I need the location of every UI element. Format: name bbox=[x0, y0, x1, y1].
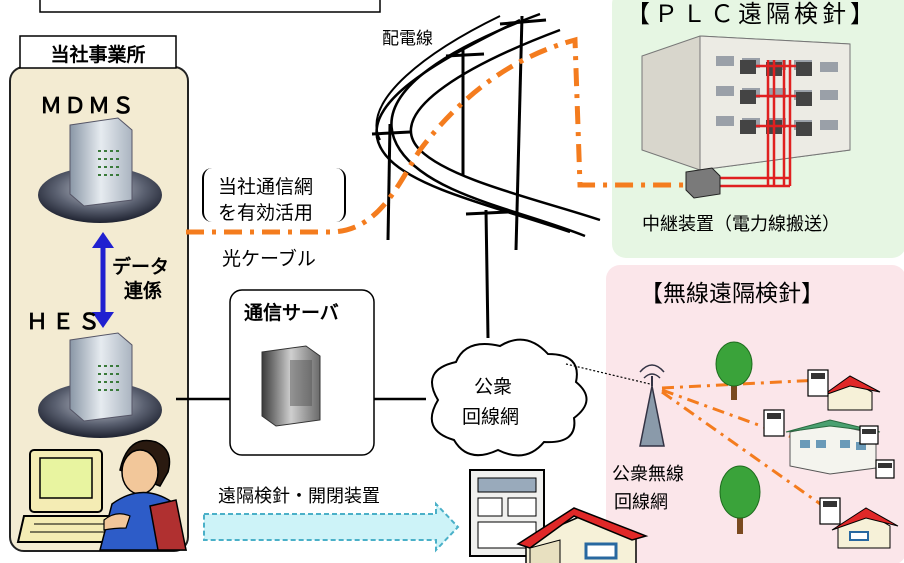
hes-label: ＨＥＳ bbox=[26, 310, 105, 335]
data-link-label-line1: データ bbox=[112, 256, 170, 278]
office-title-box bbox=[19, 35, 177, 69]
company-network-line2: を有効活用 bbox=[218, 202, 314, 224]
apartment-icon-w bbox=[785, 419, 881, 475]
distribution-line-label: 配電線 bbox=[382, 29, 433, 49]
radio-tower-icon bbox=[639, 364, 665, 447]
relay-label: 中継装置（電力線搬送） bbox=[642, 214, 840, 235]
house-icon-w2 bbox=[831, 507, 899, 549]
house-icon bbox=[516, 507, 649, 563]
hes-server-icon bbox=[38, 332, 162, 438]
relay-device-icon bbox=[685, 167, 721, 199]
top-box-remnant bbox=[39, 0, 381, 13]
optical-cable-label: 光ケーブル bbox=[222, 248, 316, 270]
wireless-links bbox=[661, 378, 827, 510]
public-wireless-line2: 回線網 bbox=[614, 492, 668, 513]
wireless-area-panel bbox=[606, 265, 904, 563]
optical-cable-line bbox=[186, 36, 690, 235]
apartment-building-icon bbox=[641, 35, 851, 188]
office-title: 当社事業所 bbox=[50, 44, 146, 66]
public-wireless-line1: 公衆無線 bbox=[612, 464, 684, 485]
public-network-line2: 回線網 bbox=[462, 406, 520, 428]
operator-icon bbox=[16, 439, 187, 551]
comm-server-icon bbox=[261, 345, 321, 427]
wireless-area-title: 【無線遠隔検針】 bbox=[640, 281, 824, 307]
remote-meter-switch-label: 遠隔検針・開閉装置 bbox=[218, 486, 380, 507]
plc-area-title: 【ＰＬＣ遠隔検針】 bbox=[626, 0, 878, 28]
data-link-label-line2: 連係 bbox=[124, 280, 163, 302]
mdms-server-icon bbox=[38, 117, 162, 223]
mdms-label: ＭＤＭＳ bbox=[40, 94, 137, 119]
tree-icon-1 bbox=[715, 341, 753, 400]
comm-server-label: 通信サーバ bbox=[244, 302, 339, 324]
tree-icon-2 bbox=[719, 465, 761, 534]
meter-icons-w bbox=[763, 369, 895, 525]
remote-meter-arrow bbox=[203, 501, 460, 553]
company-network-callout bbox=[202, 168, 346, 222]
house-icon-w1 bbox=[821, 375, 881, 411]
data-link-arrow bbox=[92, 232, 114, 328]
public-network-cloud bbox=[430, 338, 588, 457]
public-network-line1: 公衆 bbox=[474, 376, 513, 398]
company-network-line1: 当社通信網 bbox=[218, 176, 314, 198]
